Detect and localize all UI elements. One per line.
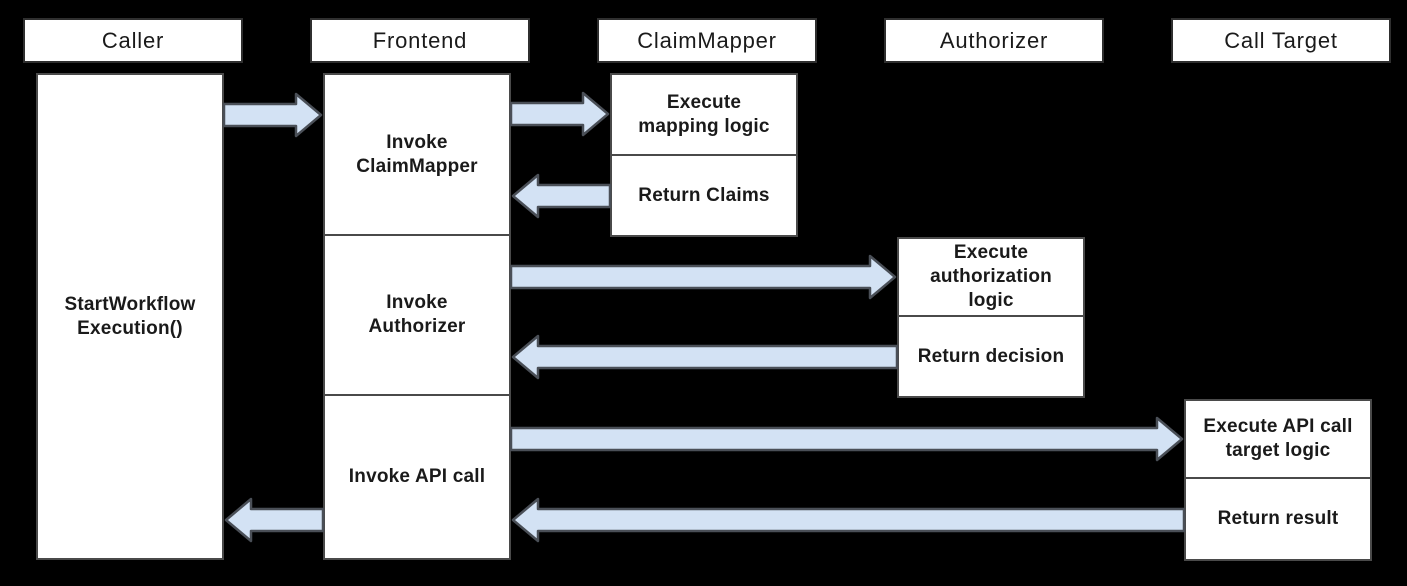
arrow-frontend-to-caller xyxy=(224,497,325,543)
node-text-line: Return decision xyxy=(917,345,1065,367)
node-execute-authorization-logic: Execute authorization logic xyxy=(897,237,1085,317)
node-execute-mapping-logic: Execute mapping logic xyxy=(610,73,798,156)
lane-header-call-target: Call Target xyxy=(1171,18,1391,63)
lane-header-frontend: Frontend xyxy=(310,18,530,63)
node-text-line: target logic xyxy=(1225,440,1331,461)
arrow-frontend-to-calltarget xyxy=(509,416,1184,462)
node-text-line: Invoke xyxy=(386,131,448,153)
node-return-decision: Return decision xyxy=(897,315,1085,398)
lane-header-authorizer: Authorizer xyxy=(884,18,1104,63)
node-text-line: Execute xyxy=(953,242,1029,263)
arrow-calltarget-to-frontend xyxy=(511,497,1186,543)
node-text-line: Execute xyxy=(666,91,742,113)
node-return-claims: Return Claims xyxy=(610,154,798,237)
arrow-authorizer-to-frontend xyxy=(511,334,899,380)
node-text-line: Invoke API call xyxy=(348,466,486,487)
node-execute-api-call-target-logic: Execute API call target logic xyxy=(1184,399,1372,479)
node-text-line: logic xyxy=(968,290,1014,311)
node-text-line: Execution() xyxy=(77,317,183,339)
node-text-line: Return Claims xyxy=(638,184,770,206)
node-invoke-api-call: Invoke API call xyxy=(323,394,511,560)
arrow-claimmapper-to-frontend xyxy=(511,173,612,219)
node-invoke-claimmapper: Invoke ClaimMapper xyxy=(323,73,511,236)
node-text-line: mapping logic xyxy=(638,115,770,137)
arrow-caller-to-frontend xyxy=(222,92,323,138)
node-startworkflowexecution: StartWorkflow Execution() xyxy=(36,73,224,560)
node-text-line: Return result xyxy=(1217,508,1339,529)
lane-header-claimmapper: ClaimMapper xyxy=(597,18,817,63)
node-return-result: Return result xyxy=(1184,477,1372,561)
arrow-frontend-to-authorizer xyxy=(509,254,897,300)
node-text-line: StartWorkflow xyxy=(64,293,196,315)
node-text-line: ClaimMapper xyxy=(356,155,478,177)
lane-header-caller: Caller xyxy=(23,18,243,63)
node-text-line: Authorizer xyxy=(368,316,466,337)
node-text-line: Invoke xyxy=(386,292,448,313)
arrow-frontend-to-claimmapper xyxy=(509,91,610,137)
node-invoke-authorizer: Invoke Authorizer xyxy=(323,234,511,396)
node-text-line: Execute API call xyxy=(1203,416,1353,437)
node-text-line: authorization xyxy=(930,266,1052,287)
